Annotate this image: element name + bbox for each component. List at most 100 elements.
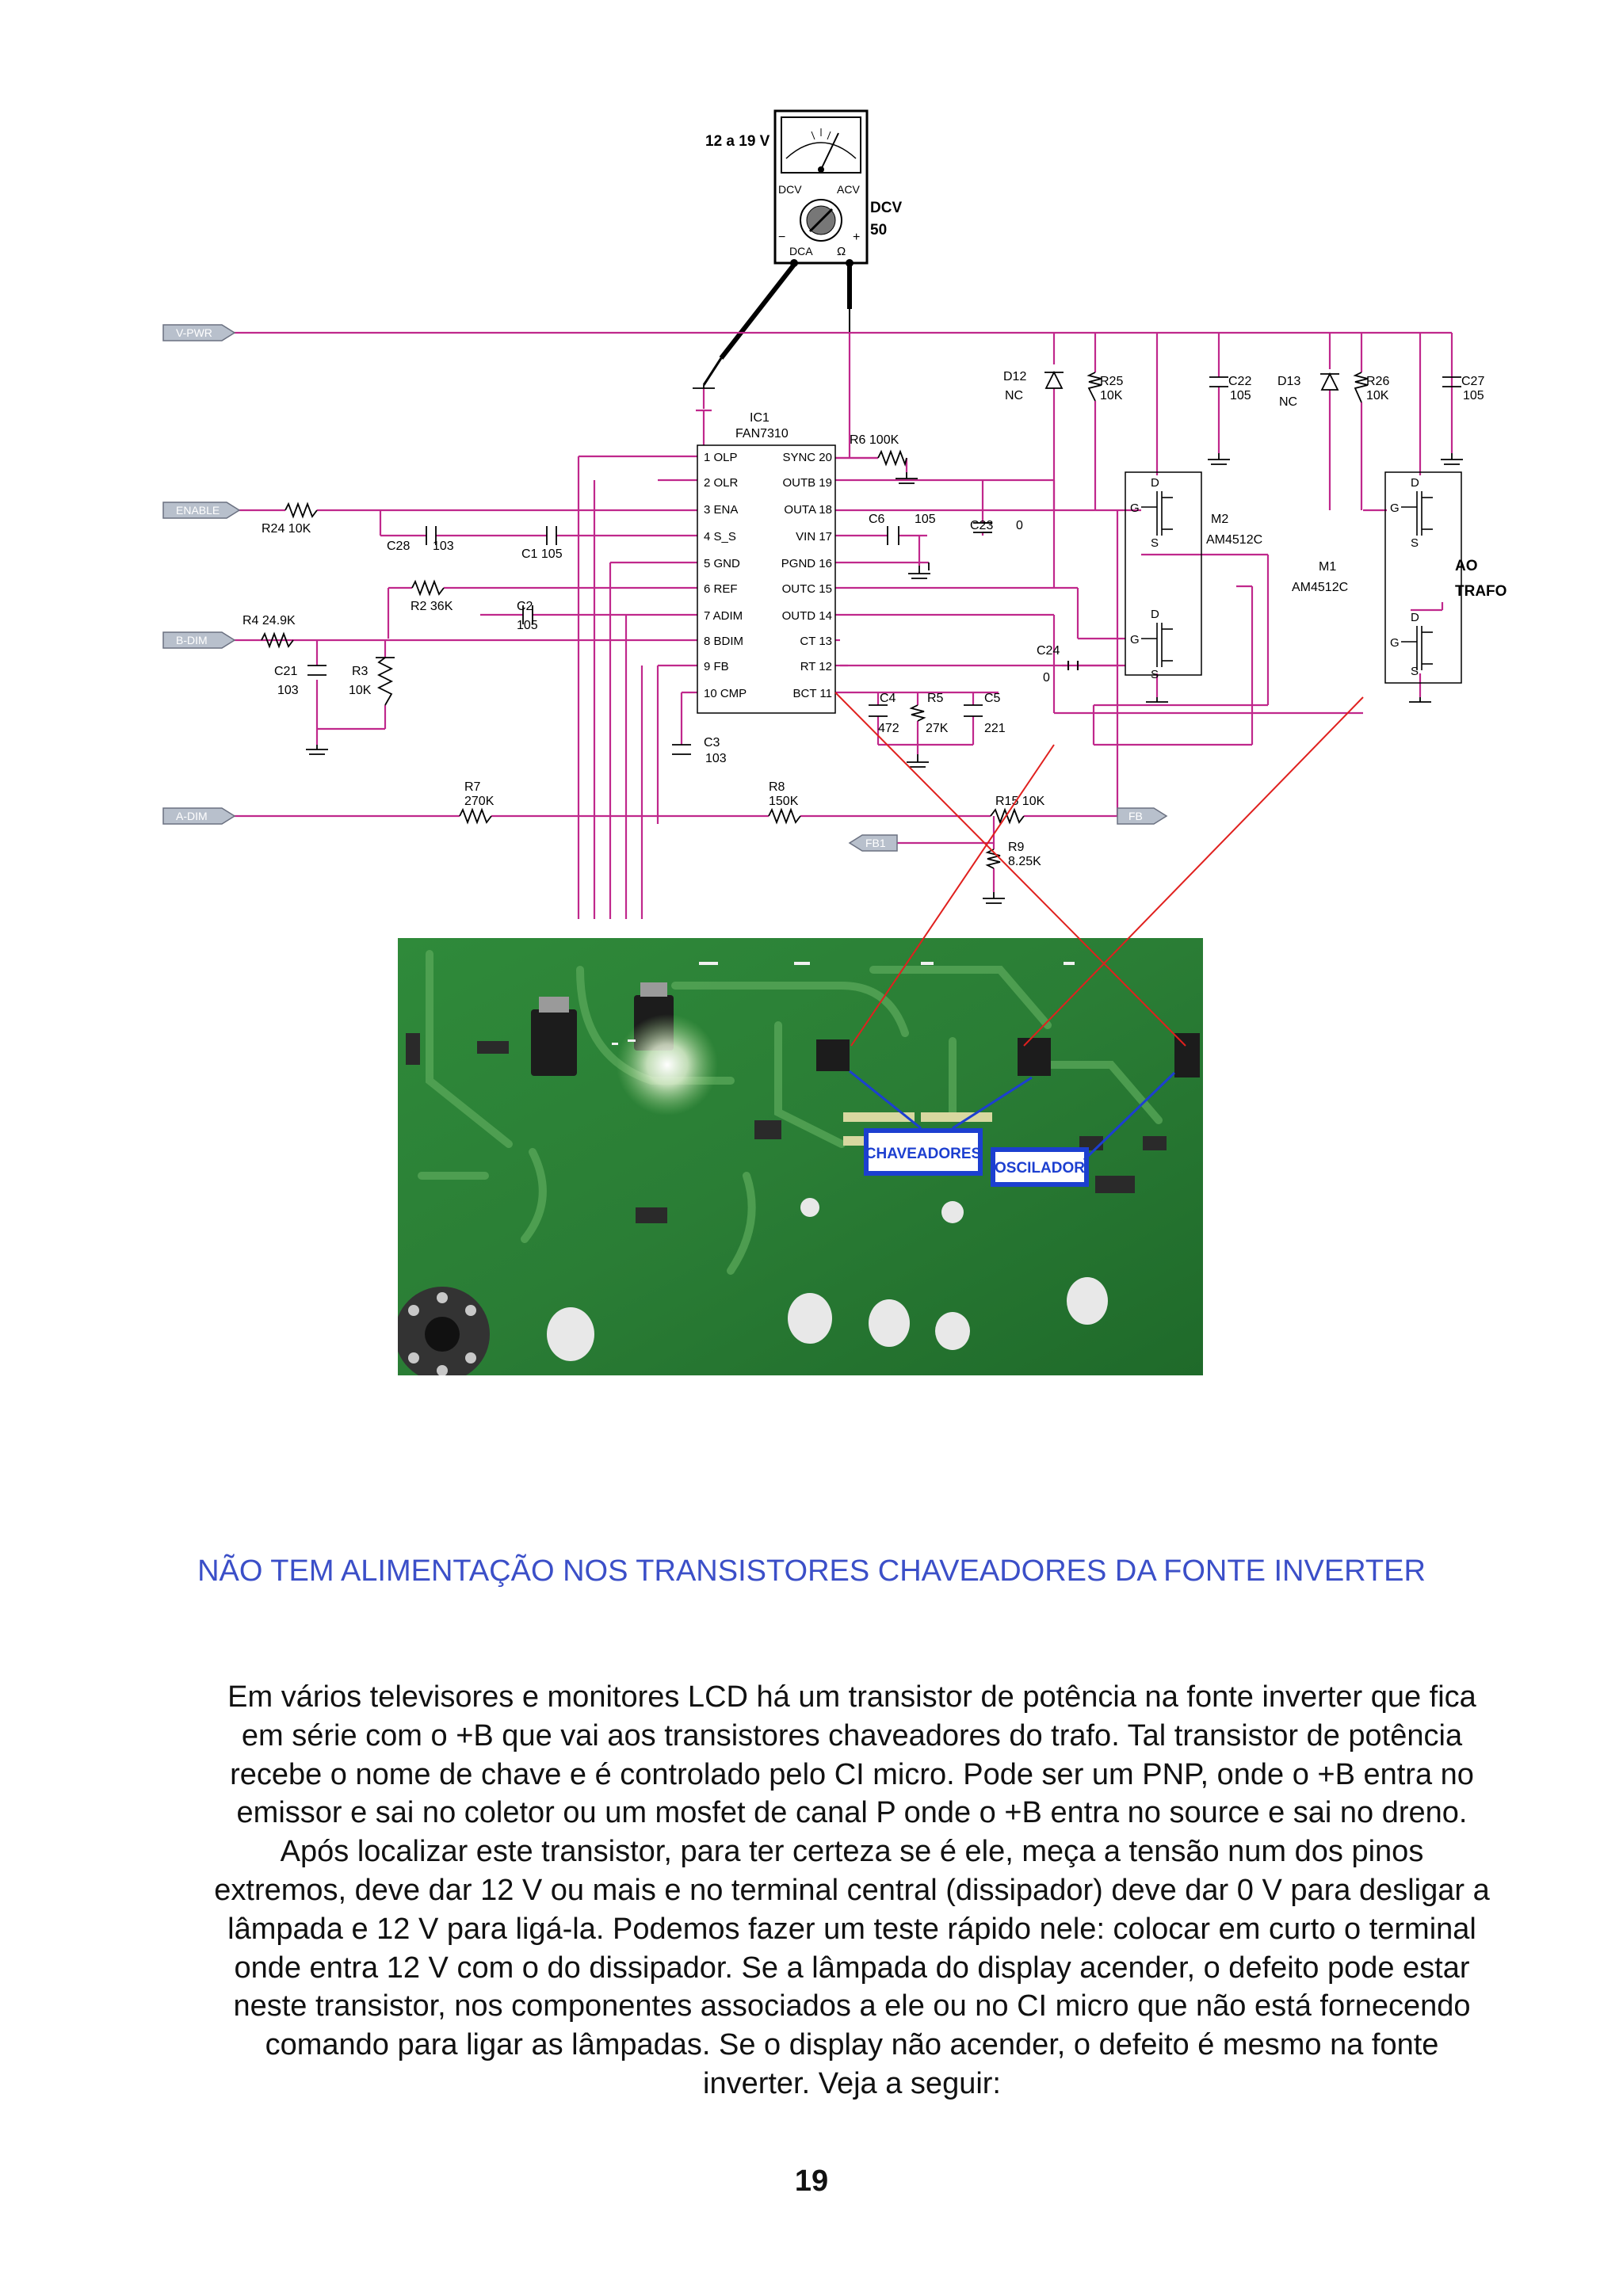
r9-label: R9 (1008, 841, 1025, 854)
meter-plus-label: + (853, 231, 860, 244)
ic1-part: FAN7310 (735, 427, 789, 441)
c2-value: 105 (517, 619, 538, 632)
c4-label: C4 (880, 692, 896, 705)
r26-label: R26 (1366, 375, 1389, 388)
m2-g-top: G (1130, 502, 1140, 515)
m2-ref: M2 (1211, 513, 1228, 526)
r5-label: R5 (927, 692, 944, 705)
body-line: extremos, deve dar 12 V ou mais e no ter… (214, 1873, 1490, 1907)
r5-value: 27K (926, 722, 949, 735)
r7-value: 270K (464, 795, 495, 808)
ic1-pin-right: CT 13 (800, 635, 832, 648)
mosfet-m1: D G S D G S M1 AM4512C (1292, 471, 1462, 684)
r6-label: R6 100K (850, 433, 899, 447)
ao-label: AO (1455, 558, 1478, 574)
c21-label: C21 (274, 665, 297, 678)
m2-d-top: D (1151, 476, 1159, 490)
c4-value: 472 (878, 722, 899, 735)
r15-label: R15 10K (995, 795, 1045, 808)
ic1-pin-right: BCT 11 (793, 687, 832, 700)
oscilador-callout: OSCILADOR (991, 1147, 1089, 1187)
c2-label: C2 (517, 600, 533, 613)
page-number: 19 (794, 2164, 829, 2198)
svg-text:B-DIM: B-DIM (176, 634, 208, 646)
ic1-pin-right: RT 12 (800, 660, 832, 673)
c1-label: C1 105 (521, 547, 563, 561)
meter-range-label: 12 a 19 V (705, 133, 770, 150)
meter-side-dcv: DCV (870, 200, 902, 216)
r25-label: R25 (1100, 375, 1123, 388)
ic1-pin-right: OUTB 19 (782, 476, 832, 490)
ic1-pin-left: 9 FB (704, 660, 729, 673)
ic1-pin-left: 3 ENA (704, 503, 738, 517)
b-dim-signal: B-DIM (162, 631, 236, 649)
body-line: Após localizar este transistor, para ter… (280, 1835, 1424, 1869)
trafo-label: TRAFO (1455, 583, 1507, 600)
fb1-signal: FB1 (848, 834, 898, 852)
a-dim-signal: A-DIM (162, 807, 236, 825)
ic1-pin-right: PGND 16 (781, 557, 832, 570)
d13-value: NC (1279, 395, 1297, 409)
m2-part: AM4512C (1206, 533, 1262, 547)
body-line: Em vários televisores e monitores LCD há… (227, 1680, 1476, 1714)
m2-s-bottom: S (1151, 668, 1159, 681)
body-line: em série com o +B que vai aos transistor… (241, 1718, 1463, 1753)
svg-text:FB: FB (1128, 810, 1143, 822)
ic1-ref: IC1 (750, 411, 769, 425)
chaveadores-callout: CHAVEADORES (864, 1128, 983, 1176)
d12-value: NC (1005, 389, 1023, 402)
ic1-pin-left: 4 S_S (704, 530, 736, 543)
meter-dcv-label: DCV (778, 183, 802, 196)
mosfet-m2: D G S D G S M2 AM4512C (1125, 471, 1262, 681)
body-line: onde entra 12 V com o do dissipador. Se … (234, 1951, 1470, 1985)
ic1-pin-left: 8 BDIM (704, 635, 743, 648)
body-line: neste transistor, nos componentes associ… (233, 1989, 1471, 2023)
r25-value: 10K (1100, 389, 1123, 402)
c6-label: C6 (869, 513, 885, 526)
c23-label: C23 (970, 519, 993, 532)
r9-value: 8.25K (1008, 855, 1041, 868)
body-line: inverter. Veja a seguir: (703, 2066, 1001, 2100)
ic1-pin-right: VIN 17 (796, 530, 832, 543)
body-paragraph: Em vários televisores e monitores LCD há… (147, 1678, 1557, 2103)
c21-value: 103 (277, 684, 299, 697)
ic1-right-pins: SYNC 20 OUTB 19 OUTA 18 VIN 17 PGND 16 O… (781, 451, 832, 700)
r8-label: R8 (769, 780, 785, 794)
c22-value: 105 (1230, 389, 1251, 402)
d13-label: D13 (1277, 375, 1300, 388)
component-labels: R6 100K R24 10K C28 103 C1 105 R2 36K C2… (242, 370, 1507, 868)
svg-text:A-DIM: A-DIM (176, 810, 208, 822)
svg-text:ENABLE: ENABLE (176, 504, 220, 517)
ic1-pin-right: OUTA 18 (784, 503, 832, 517)
ic1-pin-right: OUTD 14 (782, 609, 832, 623)
v-pwr-signal: V-PWR (162, 324, 236, 341)
meter-side-50: 50 (870, 222, 887, 238)
body-line: comando para ligar as lâmpadas. Se o dis… (265, 2028, 1439, 2062)
m2-s-top: S (1151, 536, 1159, 550)
d12-label: D12 (1003, 370, 1026, 383)
body-line: emissor e sai no coletor ou um mosfet de… (236, 1796, 1468, 1830)
meter-minus-label: − (778, 231, 785, 244)
fb-output-signal: FB (1117, 807, 1168, 825)
ic1-left-pins: 1 OLP 2 OLR 3 ENA 4 S_S 5 GND 6 REF 7 AD… (704, 451, 747, 700)
c3-label: C3 (704, 736, 720, 749)
ic1-chip: IC1 FAN7310 1 OLP 2 OLR 3 ENA 4 S_S 5 GN… (697, 411, 836, 714)
schematic-wiring (230, 331, 1453, 919)
c28-label: C28 (387, 540, 410, 553)
m1-g-bottom: G (1390, 636, 1400, 650)
meter-acv-label: ACV (837, 183, 860, 196)
ic1-pin-left: 5 GND (704, 557, 740, 570)
r24-label: R24 10K (262, 522, 311, 536)
chaveadores-label: CHAVEADORES (865, 1146, 981, 1162)
svg-text:FB1: FB1 (865, 837, 886, 849)
multimeter: 12 a 19 V DCV ACV DCA Ω − + DCV 50 (702, 109, 902, 386)
r2-label: R2 36K (411, 600, 453, 613)
c28-value: 103 (433, 540, 454, 553)
ic1-pin-left: 6 REF (704, 582, 738, 596)
m1-part: AM4512C (1292, 581, 1348, 594)
r3-value: 10K (349, 684, 372, 697)
r26-value: 10K (1366, 389, 1389, 402)
black-probe-lead (719, 263, 796, 360)
body-line: lâmpada e 12 V para ligá-la. Podemos faz… (227, 1912, 1476, 1946)
ic1-pin-left: 1 OLP (704, 451, 738, 464)
